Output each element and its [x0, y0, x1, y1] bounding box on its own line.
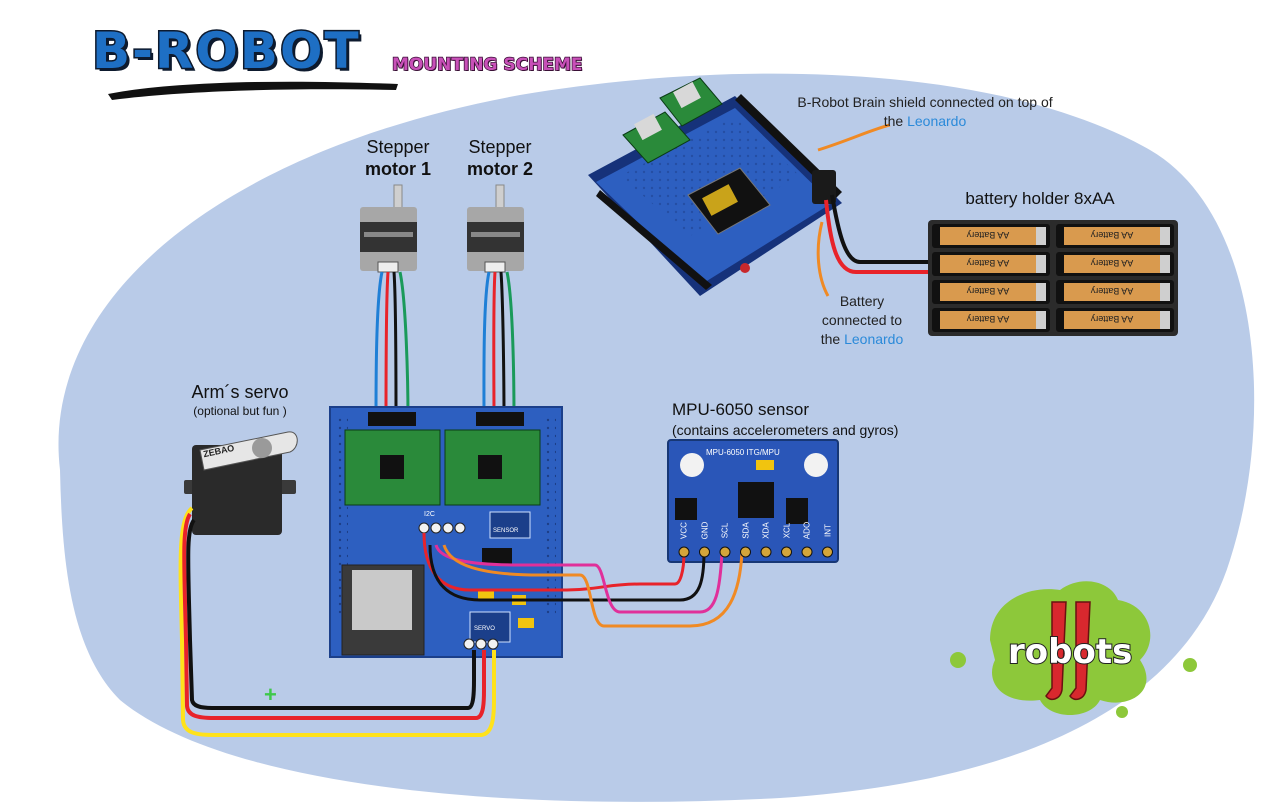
i2c-wires	[422, 532, 744, 628]
brain-shield-caption: B-Robot Brain shield connected on top of…	[760, 93, 1090, 131]
battery-cell-text: AA Battery	[966, 286, 1009, 296]
jjrobots-logo	[950, 581, 1197, 718]
battery-cell: AA Battery	[932, 308, 1050, 332]
shield-i2c-text: I2C	[424, 511, 435, 518]
mpu-pin-label-ado: ADO	[802, 521, 812, 540]
jjrobots-logo-text: robots	[1007, 631, 1133, 673]
battery-wire-red	[824, 199, 928, 274]
mpu-board-text: MPU-6050 ITG/MPU	[706, 448, 780, 457]
stepper-2-label-line2: motor 2	[466, 159, 533, 179]
shield-servo-text: SERVO	[474, 626, 495, 632]
servo-title: Arm´s servo	[191, 382, 289, 402]
battery-connected-the: the	[820, 331, 841, 347]
battery-connected-leonardo: Leonardo	[844, 331, 904, 347]
mpu-pin-pads	[678, 546, 833, 558]
mpu-pin-label-scl: SCL	[720, 522, 730, 539]
stepper-1-label: Stepper motor 1	[350, 136, 446, 180]
mpu-pin-label-vcc: VCC	[679, 522, 689, 539]
brain-shield-caption-line1: B-Robot Brain shield connected on top of	[797, 94, 1053, 110]
mpu-title: MPU-6050 sensor	[672, 400, 810, 419]
main-shield-board	[329, 406, 563, 658]
mpu-pin-label-xcl: XCL	[782, 522, 791, 539]
battery-holder-label: battery holder 8xAA	[965, 189, 1115, 208]
mpu-note: (contains accelerometers and gyros)	[672, 422, 899, 438]
mpu-pin-label-int: INT	[823, 524, 832, 537]
mpu-pin-pad-gnd	[699, 546, 710, 558]
mpu-pin-pad-int	[822, 546, 833, 558]
battery-cell-text: AA Battery	[1090, 258, 1133, 268]
battery-cell-text: AA Battery	[966, 258, 1009, 268]
stepper-motor-2-image	[467, 184, 524, 273]
battery-cell: AA Battery	[1056, 252, 1174, 276]
mpu-6050-board-image	[667, 439, 839, 563]
battery-cell: AA Battery	[932, 280, 1050, 304]
title-underline	[108, 81, 398, 100]
battery-cell: AA Battery	[1056, 308, 1174, 332]
diagram-title: B-ROBOT	[91, 21, 361, 82]
battery-cell: AA Battery	[1056, 280, 1174, 304]
battery-cell-text: AA Battery	[1090, 286, 1133, 296]
battery-cell: AA Battery	[932, 224, 1050, 248]
battery-cell: AA Battery	[932, 252, 1050, 276]
mpu-pin-label-sda: SDA	[741, 522, 750, 539]
mpu-pin-pad-ado	[801, 546, 813, 558]
shield-callout-line	[817, 123, 891, 152]
mpu-pin-pad-sda	[740, 546, 751, 558]
servo-note: (optional but fun )	[193, 404, 287, 418]
mpu-pin-pad-scl	[719, 546, 731, 558]
battery-cell-text: AA Battery	[1090, 314, 1133, 324]
mpu-pin-pad-vcc	[678, 546, 690, 558]
stepper-2-label-line1: Stepper	[468, 137, 532, 157]
battery-callout-line	[816, 221, 830, 297]
battery-cell: AA Battery	[1056, 224, 1174, 248]
brain-shield-caption-line2: the Leonardo	[760, 112, 1090, 131]
battery-wire-black	[830, 194, 928, 264]
brain-shield-caption-the: the	[883, 113, 904, 129]
stepper-2-label: Stepper motor 2	[452, 136, 548, 180]
battery-connected-line2: connected to	[821, 312, 903, 328]
servo-plus-sign: +	[264, 682, 277, 707]
mpu-pin-label-xda: XDA	[761, 522, 771, 539]
battery-holder-image: AA Battery AA Battery AA Battery AA Battery…	[928, 220, 1178, 336]
battery-connected-line1: Battery	[839, 293, 885, 309]
mpu-pin-pad-xcl	[781, 546, 792, 558]
servo-image	[184, 431, 298, 535]
stepper-motor-1-image	[360, 184, 417, 273]
stepper-1-wires	[374, 271, 410, 419]
battery-connected-line3: the Leonardo	[794, 330, 930, 349]
stepper-1-label-line2: motor 1	[364, 159, 431, 179]
diagram-subtitle: MOUNTING SCHEME	[391, 54, 583, 76]
stepper-2-wires	[482, 271, 516, 419]
mpu-pin-pad-xda	[760, 546, 772, 558]
battery-cell-text: AA Battery	[966, 314, 1009, 324]
battery-connected-caption: Battery connected to the Leonardo	[794, 292, 930, 349]
battery-cell-text: AA Battery	[966, 230, 1009, 240]
stepper-1-label-line1: Stepper	[366, 137, 430, 157]
brain-shield-caption-leonardo: Leonardo	[907, 113, 967, 129]
brain-shield-image	[588, 77, 842, 296]
mpu-pin-label-gnd: GND	[700, 521, 709, 540]
battery-cell-text: AA Battery	[1090, 230, 1133, 240]
servo-wires	[178, 506, 496, 737]
shield-sensor-text: SENSOR	[493, 528, 519, 534]
